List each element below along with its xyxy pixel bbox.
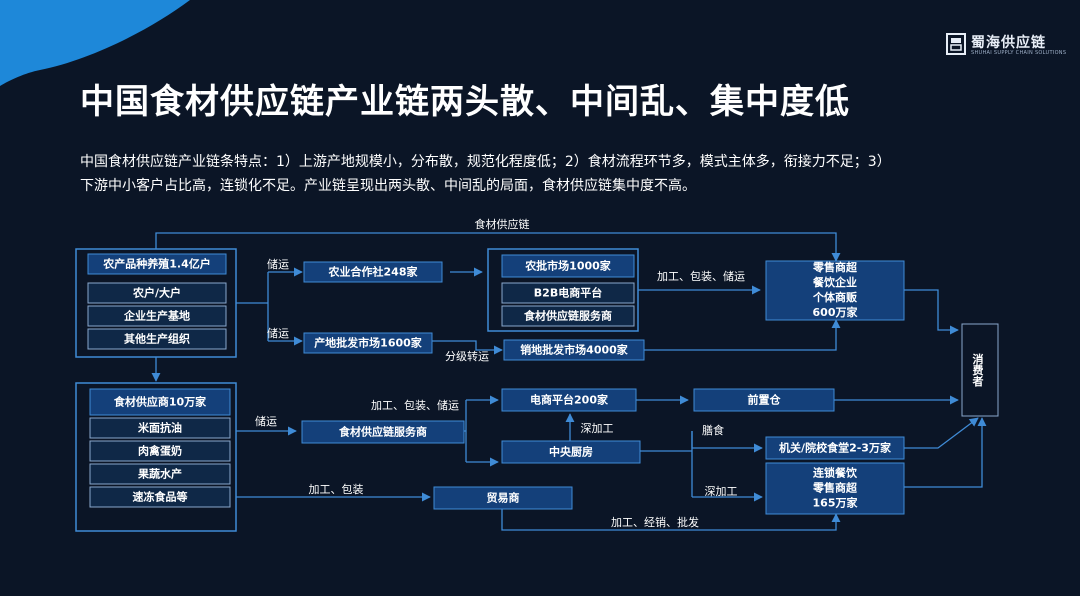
description-line-2: 下游中小客户占比高，连锁化不足。产业链呈现出两头散、中间乱的局面，食材供应链集中… bbox=[80, 178, 696, 194]
label-agri-wholesale: 农批市场1000家 bbox=[525, 259, 611, 273]
label-coop: 农业合作社248家 bbox=[328, 265, 418, 279]
label-meat: 肉禽蛋奶 bbox=[138, 444, 182, 458]
node-agri-wholesale bbox=[501, 254, 635, 278]
label-origin-wholesale: 产地批发市场1600家 bbox=[314, 336, 422, 350]
company-logo: 蜀海供应链 SHUHAI SUPPLY CHAIN SOLUTIONS bbox=[945, 30, 1066, 60]
edge-label-process-3: 加工、包装 bbox=[308, 483, 364, 496]
node-sales-wholesale bbox=[503, 339, 645, 361]
label-retail: 零售商超 餐饮企业 个体商贩 600万家 bbox=[812, 261, 858, 319]
page-description: 中国食材供应链产业链条特点：1）上游产地规模小，分布散，规范化程度低；2）食材流… bbox=[80, 150, 1020, 198]
node-chain bbox=[765, 462, 905, 515]
edge-label-meal: 膳食 bbox=[702, 424, 724, 437]
label-consumer: 消费者 bbox=[971, 353, 984, 387]
label-chain: 连锁餐饮 零售商超 165万家 bbox=[812, 466, 858, 510]
edge-label-storage-3: 储运 bbox=[255, 415, 277, 428]
node-fruit bbox=[89, 463, 231, 485]
node-rice bbox=[89, 417, 231, 439]
node-other-org bbox=[87, 328, 227, 350]
node-coop bbox=[303, 261, 443, 283]
label-b2b: B2B电商平台 bbox=[533, 286, 603, 300]
edge-label-process-1: 加工、包装、储运 bbox=[657, 270, 745, 283]
label-central-kitchen: 中央厨房 bbox=[549, 445, 593, 459]
node-front-wh bbox=[693, 388, 835, 412]
node-central-kitchen bbox=[501, 440, 641, 464]
description-line-1: 中国食材供应链产业链条特点：1）上游产地规模小，分布散，规范化程度低；2）食材流… bbox=[80, 154, 891, 170]
label-front-wh: 前置仓 bbox=[747, 393, 781, 407]
label-ecommerce: 电商平台200家 bbox=[530, 393, 608, 407]
node-frozen bbox=[89, 486, 231, 508]
node-b2b bbox=[501, 282, 635, 304]
edge-label-deep-1: 深加工 bbox=[580, 422, 614, 435]
node-retail bbox=[765, 260, 905, 321]
node-origin-wholesale bbox=[303, 332, 433, 354]
label-scs-inner: 食材供应链服务商 bbox=[524, 309, 612, 323]
diagram-connectors bbox=[151, 232, 987, 531]
edge-label-process-2: 加工、包装、储运 bbox=[371, 399, 459, 412]
edge-label-top: 食材供应链 bbox=[474, 218, 530, 231]
edge-label-grade: 分级转运 bbox=[445, 350, 489, 363]
logo-name: 蜀海供应链 bbox=[971, 35, 1046, 51]
node-farmer bbox=[87, 282, 227, 304]
label-other-org: 其他生产组织 bbox=[124, 332, 190, 346]
logo-subtitle: SHUHAI SUPPLY CHAIN SOLUTIONS bbox=[971, 50, 1067, 56]
edge-label-storage-1: 储运 bbox=[267, 258, 289, 271]
label-fruit: 果蔬水产 bbox=[138, 467, 182, 481]
label-frozen: 速冻食品等 bbox=[132, 490, 188, 504]
label-agri: 农产品种养殖1.4亿户 bbox=[103, 257, 211, 271]
frame-supplier bbox=[75, 382, 237, 532]
node-trader bbox=[433, 486, 573, 510]
label-enterprise-base: 企业生产基地 bbox=[124, 309, 190, 323]
label-trader: 贸易商 bbox=[486, 491, 520, 505]
node-scs-inner bbox=[501, 305, 635, 327]
node-ecommerce bbox=[501, 388, 637, 412]
node-meat bbox=[89, 440, 231, 462]
node-agri bbox=[87, 253, 227, 275]
page-title: 中国食材供应链产业链两头散、中间乱、集中度低 bbox=[80, 82, 850, 122]
edge-label-deep-2: 深加工 bbox=[704, 485, 738, 498]
node-enterprise-base bbox=[87, 305, 227, 327]
shuhai-logo-icon bbox=[946, 33, 966, 55]
corner-decoration bbox=[0, 0, 190, 86]
label-supplier: 食材供应商10万家 bbox=[113, 395, 207, 409]
node-scs bbox=[301, 420, 465, 444]
node-supplier bbox=[89, 388, 231, 416]
edge-label-storage-2: 储运 bbox=[267, 327, 289, 340]
label-canteen: 机关/院校食堂2-3万家 bbox=[779, 441, 891, 455]
label-scs: 食材供应链服务商 bbox=[339, 425, 427, 439]
label-farmer: 农户/大户 bbox=[132, 286, 182, 300]
node-canteen bbox=[765, 436, 905, 460]
edge-label-process-4: 加工、经销、批发 bbox=[611, 516, 699, 529]
label-rice: 米面抗油 bbox=[138, 421, 182, 435]
label-sales-wholesale: 销地批发市场4000家 bbox=[520, 343, 628, 357]
node-consumer bbox=[961, 323, 999, 417]
